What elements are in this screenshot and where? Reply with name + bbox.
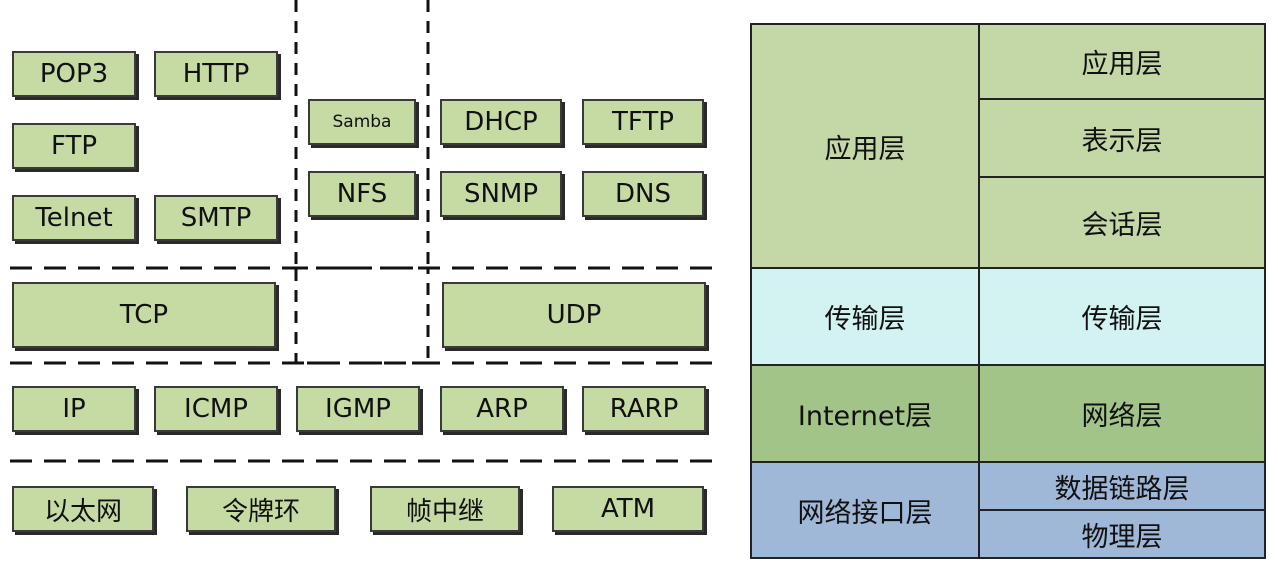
protocol-dhcp: DHCP	[440, 99, 562, 145]
protocol-ip: IP	[12, 386, 136, 432]
osi-physical-layer: 物理层	[980, 511, 1264, 557]
layer-separators	[10, 0, 715, 463]
protocol-nfs: NFS	[308, 171, 416, 217]
protocol-dns: DNS	[582, 171, 704, 217]
osi-data-link-layer: 数据链路层	[980, 463, 1264, 511]
protocol-token-ring: 令牌环	[186, 486, 336, 532]
protocol-ftp: FTP	[12, 123, 136, 169]
osi-application-layer: 应用层	[980, 25, 1264, 100]
protocol-telnet: Telnet	[12, 195, 136, 241]
protocol-tftp: TFTP	[582, 99, 704, 145]
protocol-arp: ARP	[440, 386, 564, 432]
osi-presentation-layer: 表示层	[980, 100, 1264, 178]
tcpip-internet-layer: Internet层	[752, 366, 980, 463]
protocol-igmp: IGMP	[296, 386, 420, 432]
protocol-ethernet: 以太网	[12, 486, 154, 532]
tcpip-network-interface-layer: 网络接口层	[752, 463, 980, 557]
protocol-snmp: SNMP	[440, 171, 562, 217]
protocol-smtp: SMTP	[154, 195, 278, 241]
protocol-rarp: RARP	[582, 386, 706, 432]
osi-transport-layer: 传输层	[980, 269, 1264, 366]
protocol-icmp: ICMP	[154, 386, 278, 432]
layer-comparison-table: 应用层 传输层 Internet层 网络接口层 应用层 表示层 会话层 传输层 …	[750, 23, 1266, 559]
protocol-http: HTTP	[154, 51, 278, 97]
osi-network-layer: 网络层	[980, 366, 1264, 463]
protocol-atm: ATM	[552, 486, 704, 532]
tcpip-transport-layer: 传输层	[752, 269, 980, 366]
protocol-frame-relay: 帧中继	[370, 486, 520, 532]
protocol-pop3: POP3	[12, 51, 136, 97]
protocol-samba: Samba	[308, 99, 416, 145]
tcpip-application-layer: 应用层	[752, 25, 980, 269]
protocol-tcp: TCP	[12, 282, 276, 348]
protocol-udp: UDP	[442, 282, 706, 348]
osi-session-layer: 会话层	[980, 178, 1264, 269]
